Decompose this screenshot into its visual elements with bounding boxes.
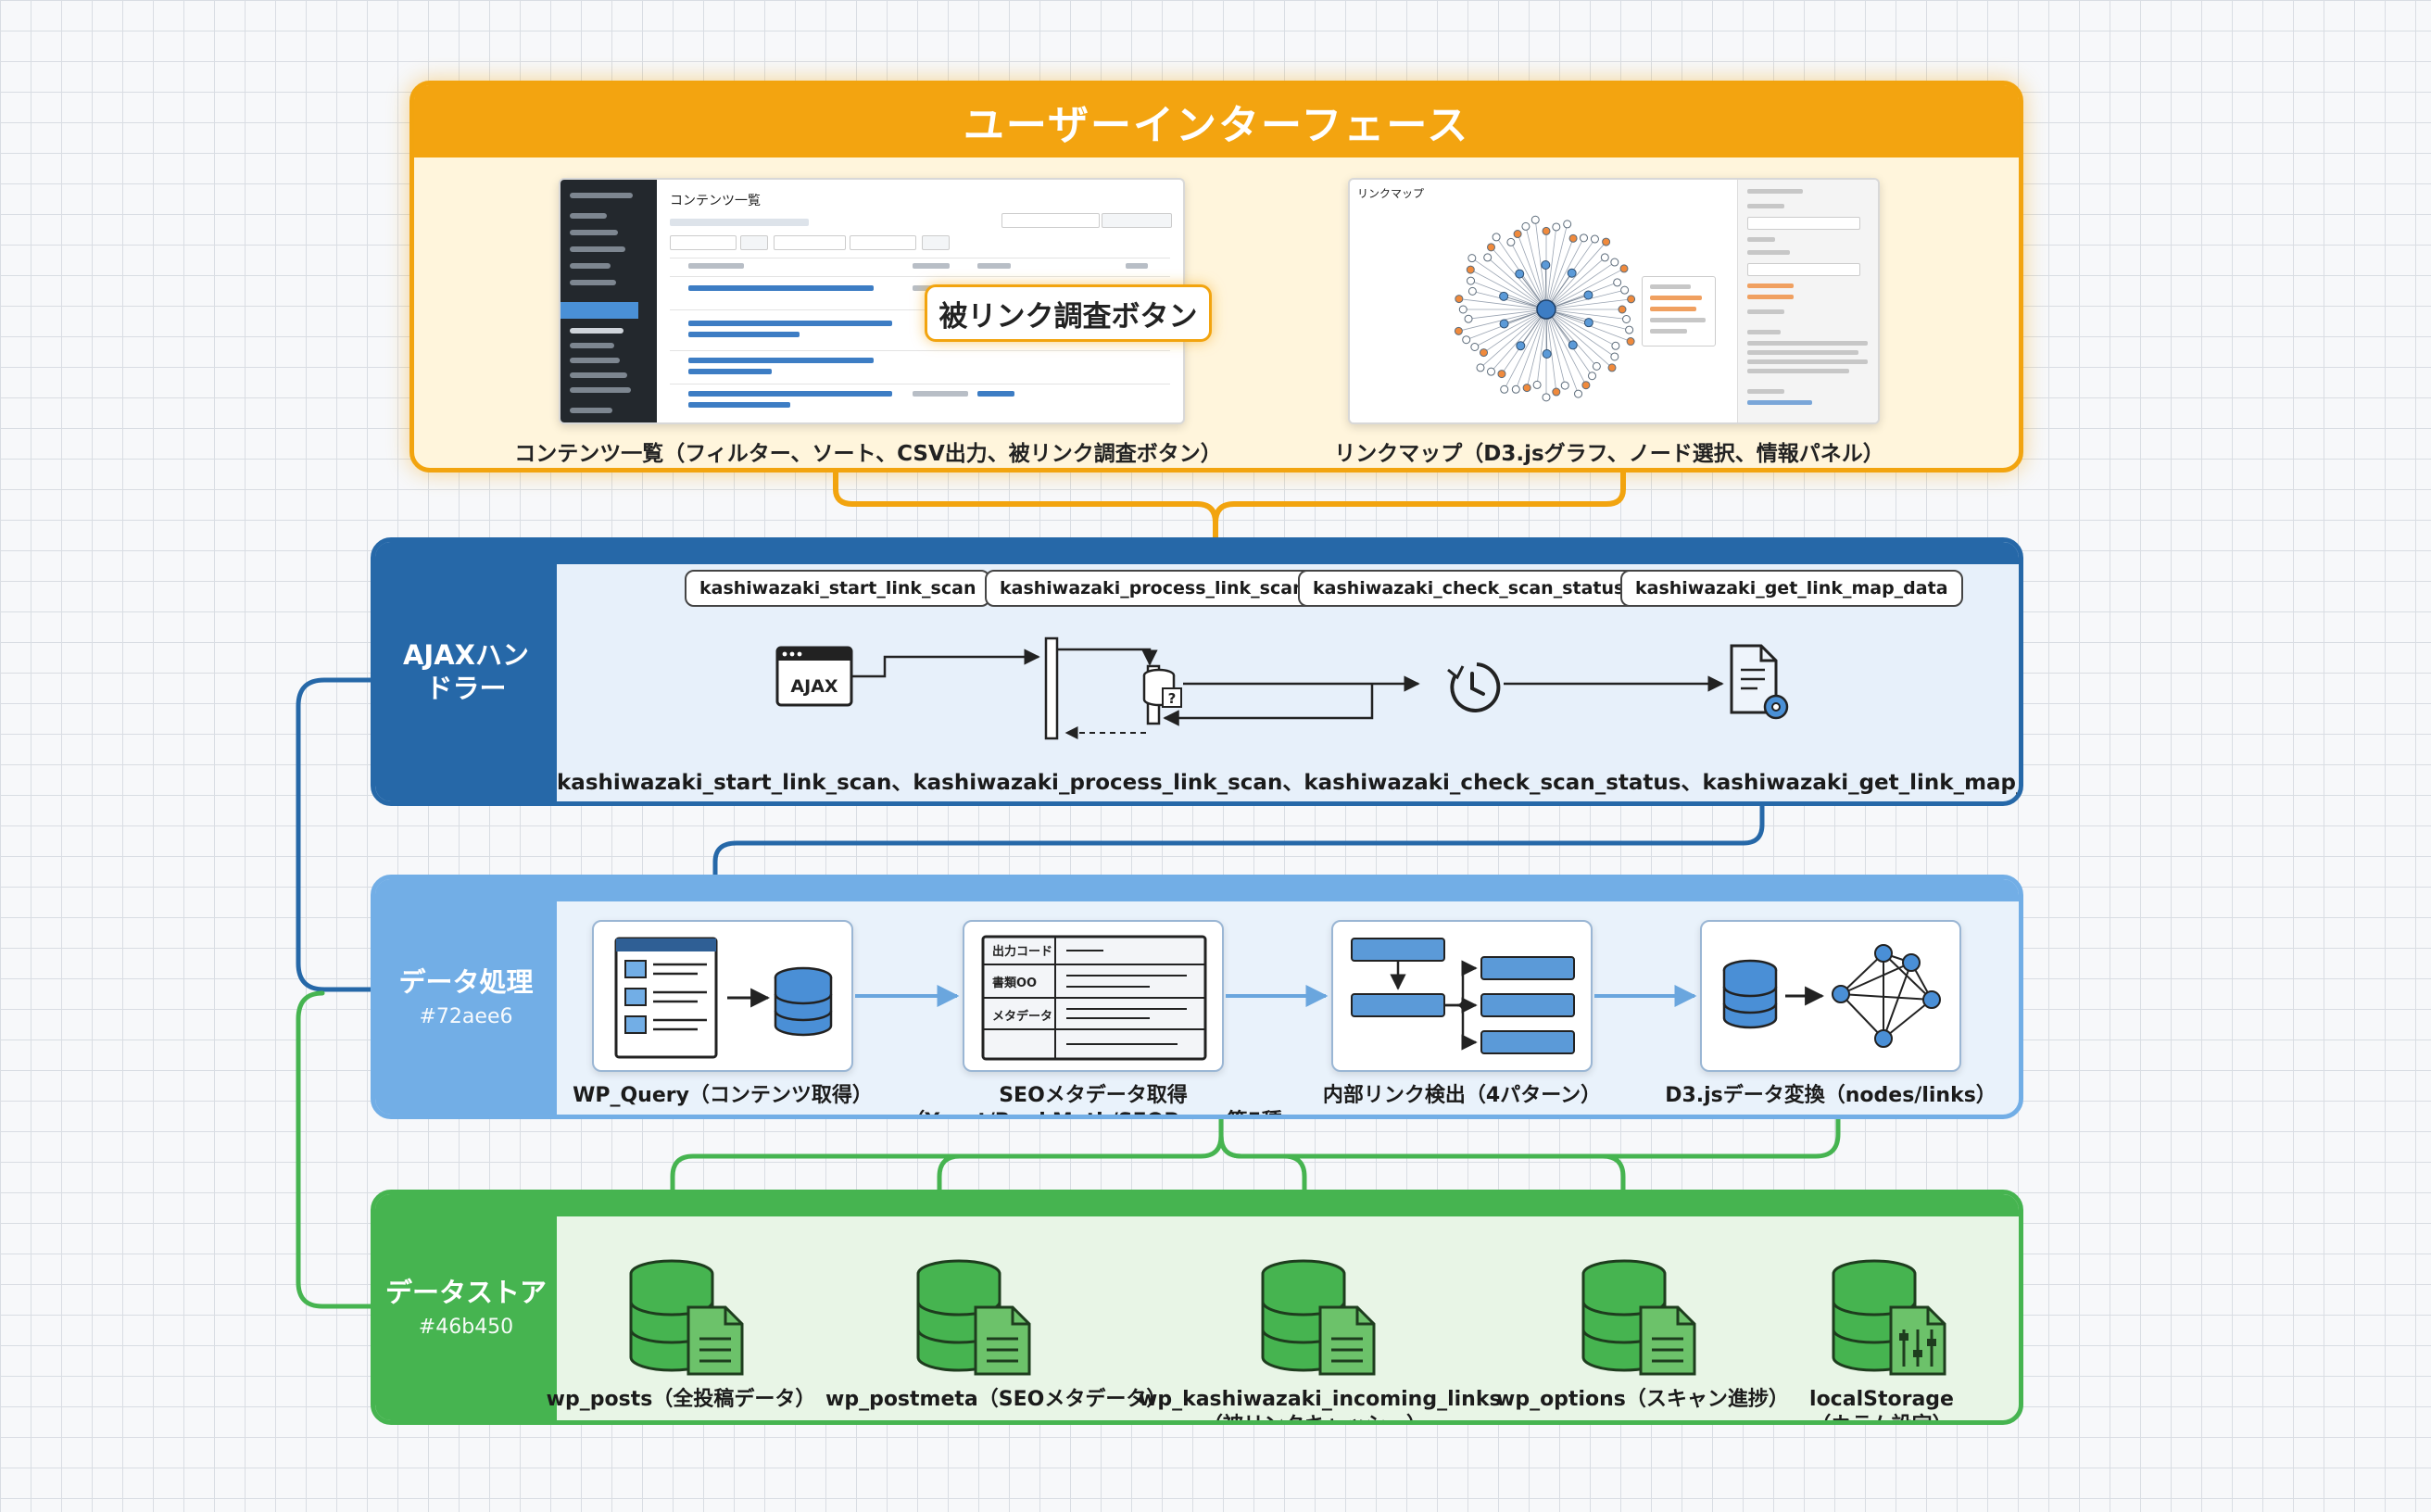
data-processing-layer: データ処理 #72aee6	[371, 875, 2023, 1119]
d3-conversion-caption: D3.jsデータ変換（nodes/links）	[1665, 1084, 1996, 1107]
wp-postmeta-caption: wp_postmeta（SEOメタデータ）	[825, 1388, 1167, 1411]
ajax-layer-name: AJAXハン ドラー	[402, 638, 530, 704]
internal-link-detection-card	[1331, 920, 1593, 1072]
store-layer-color: #46b450	[418, 1315, 514, 1339]
wp-admin-sidebar	[561, 180, 657, 422]
store-layer-label: データストア #46b450	[375, 1194, 557, 1420]
ajax-icon-label: AJAX	[790, 676, 838, 697]
ajax-layer-caption: kashiwazaki_start_link_scan、kashiwazaki_…	[557, 771, 2023, 795]
link-map-info-panel	[1737, 180, 1878, 422]
pill-start-link-scan: kashiwazaki_start_link_scan	[685, 570, 991, 607]
incoming-links-database-icon	[1255, 1254, 1385, 1383]
link-map-caption: リンクマップ（D3.jsグラフ、ノード選択、情報パネル）	[1334, 442, 1884, 466]
seo-meta-row-2: 書類OO	[992, 976, 1037, 990]
wp-query-card	[592, 920, 853, 1072]
wp-postmeta-database-icon	[911, 1254, 1040, 1383]
content-list-title: コンテンツ一覧	[670, 194, 761, 208]
ajax-layer-body: kashiwazaki_start_link_scan kashiwazaki_…	[557, 564, 2019, 801]
seo-meta-caption: SEOメタデータ取得 （Yoast/RankMath/SEOPress等5種対応…	[904, 1084, 1282, 1115]
content-list-caption: コンテンツ一覧（フィルター、ソート、CSV出力、被リンク調査ボタン）	[514, 442, 1222, 466]
link-map-title: リンクマップ	[1357, 187, 1425, 200]
wp-posts-caption: wp_posts（全投稿データ）	[546, 1388, 816, 1411]
d3-data-conversion-card	[1700, 920, 1961, 1072]
link-map-legend	[1642, 276, 1716, 346]
link-map-graph	[1454, 215, 1636, 402]
ajax-layer-label: AJAXハン ドラー	[375, 542, 557, 801]
processing-layer-color: #72aee6	[419, 1004, 513, 1028]
wp-query-caption: WP_Query（コンテンツ取得）	[573, 1084, 873, 1107]
seo-meta-form-icon: 出力コード 書類OO メタデータ	[981, 935, 1207, 1061]
database-query-icon: ?	[1142, 668, 1182, 708]
document-settings-icon	[1730, 644, 1789, 720]
pill-get-link-map-data: kashiwazaki_get_link_map_data	[1620, 570, 1963, 607]
ui-layer: ユーザーインターフェース コンテンツ一覧	[409, 81, 2023, 472]
wp-options-caption: wp_options（スキャン進捗）	[1496, 1388, 1789, 1411]
clock-status-icon	[1447, 662, 1501, 712]
incoming-link-button-callout: 被リンク調査ボタン	[925, 284, 1212, 342]
local-storage-database-icon	[1826, 1254, 1956, 1383]
ajax-handler-layer: AJAXハン ドラー kashiwazaki_start_link_scan k…	[371, 537, 2023, 806]
svg-text:?: ?	[1168, 690, 1177, 707]
store-layer-name: データストア	[384, 1277, 547, 1309]
link-detection-flow-icon	[1351, 938, 1575, 1054]
pill-process-link-scan: kashiwazaki_process_link_scan	[985, 570, 1320, 607]
store-layer-body: wp_posts（全投稿データ） wp_postmeta（SEOメタデータ） w…	[547, 1216, 2019, 1420]
internal-link-caption: 内部リンク検出（4パターン）	[1322, 1084, 1602, 1107]
link-map-screenshot: リンクマップ	[1348, 178, 1880, 424]
processing-layer-name: データ処理	[398, 966, 534, 999]
d3-network-icon	[1722, 944, 1941, 1048]
lifeline-process-scan	[1044, 636, 1059, 740]
local-storage-caption: localStorage （カラム設定）	[1809, 1388, 1954, 1425]
ui-layer-title: ユーザーインターフェース	[414, 85, 2019, 158]
processing-layer-label: データ処理 #72aee6	[375, 879, 557, 1115]
processing-layer-body: 出力コード 書類OO メタデータ	[557, 901, 2019, 1115]
wp-options-database-icon	[1576, 1254, 1706, 1383]
wp-posts-database-icon	[623, 1254, 753, 1383]
ajax-sequence-diagram: AJAX ?	[775, 636, 1789, 740]
seo-meta-card: 出力コード 書類OO メタデータ	[963, 920, 1224, 1072]
ajax-window-icon: AJAX	[775, 646, 853, 707]
wp-query-icon	[614, 937, 833, 1059]
pill-check-scan-status: kashiwazaki_check_scan_status	[1298, 570, 1640, 607]
seo-meta-row-3: メタデータ	[992, 1009, 1052, 1024]
data-store-layer: データストア #46b450 wp_posts（全投稿データ） wp_postm…	[371, 1190, 2023, 1425]
incoming-links-caption: wp_kashiwazaki_incoming_links （被リンクキャッシュ…	[1139, 1388, 1502, 1425]
seo-meta-row-1: 出力コード	[992, 944, 1052, 959]
